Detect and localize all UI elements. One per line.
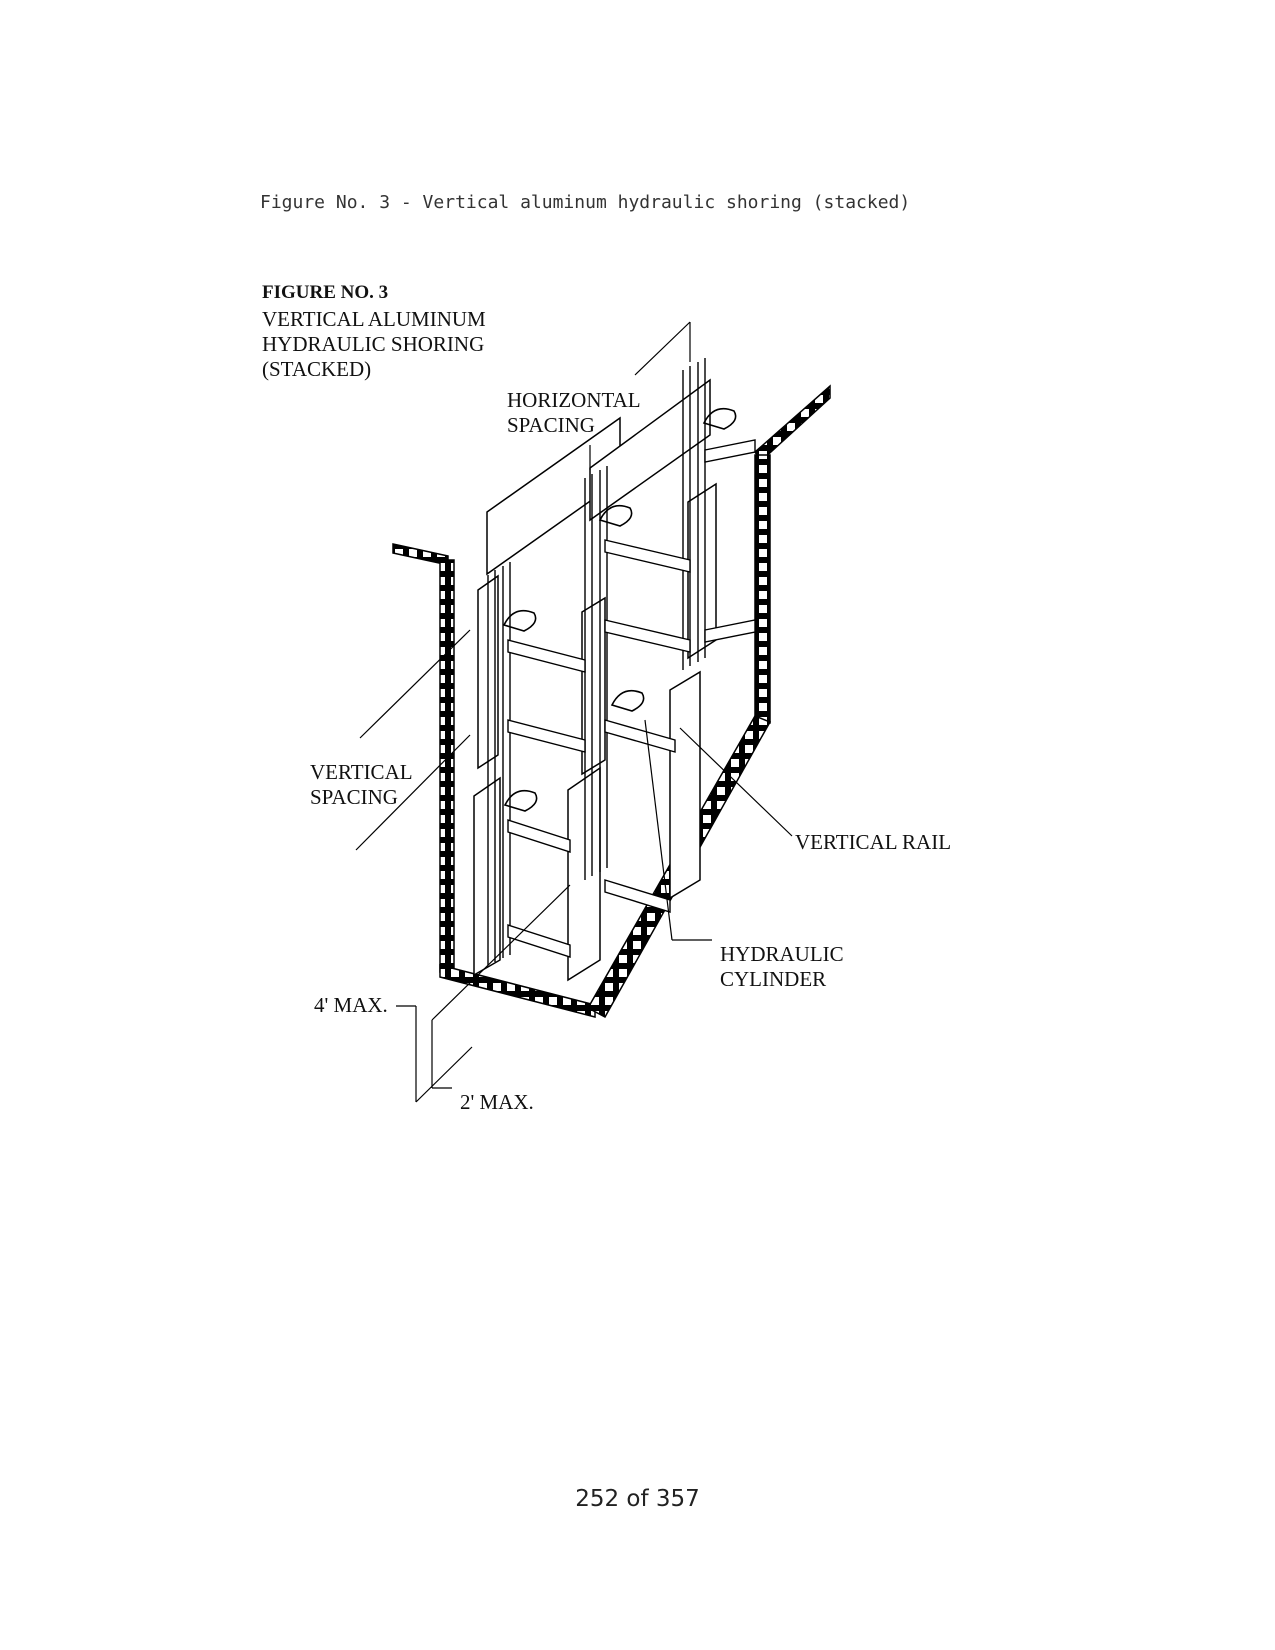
page-number: 252 of 357 <box>575 1486 700 1512</box>
label-vertical-spacing: VERTICAL SPACING <box>310 760 413 809</box>
figure-subtitle-line-2: HYDRAULIC SHORING <box>262 332 485 356</box>
label-vertical-rail: VERTICAL RAIL <box>795 830 952 854</box>
label-four-max: 4' MAX. <box>314 993 388 1017</box>
figure-subtitle: VERTICAL ALUMINUM HYDRAULIC SHORING (STA… <box>262 307 522 382</box>
hydraulic-cylinders <box>507 439 756 958</box>
left-sheeting-wall <box>392 543 596 1018</box>
leader-lines <box>355 321 793 1103</box>
label-horizontal-spacing: HORIZONTAL SPACING <box>507 388 641 437</box>
figure-title: FIGURE NO. 3 <box>262 282 389 303</box>
hydraulic-handles <box>502 407 737 812</box>
figure-caption: Figure No. 3 - Vertical aluminum hydraul… <box>260 192 911 213</box>
label-hydraulic-cylinder: HYDRAULIC CYLINDER <box>720 942 844 991</box>
figure-subtitle-line-1: VERTICAL ALUMINUM <box>262 307 486 331</box>
shoring-panels <box>473 378 717 982</box>
label-two-max: 2' MAX. <box>460 1090 534 1114</box>
figure-subtitle-line-3: (STACKED) <box>262 357 372 381</box>
